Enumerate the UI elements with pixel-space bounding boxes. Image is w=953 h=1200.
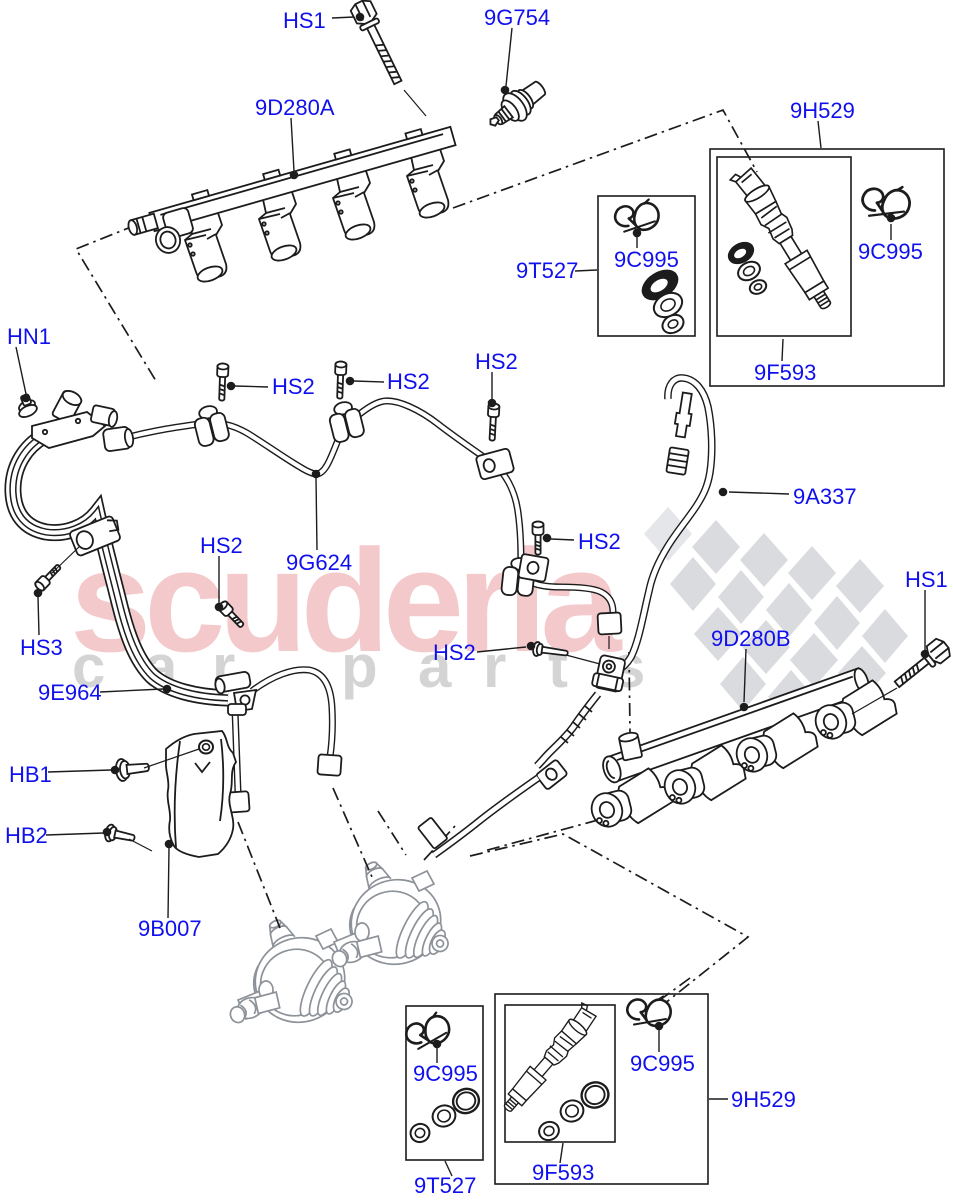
svg-text:HS2: HS2: [272, 374, 315, 399]
svg-text:9D280A: 9D280A: [255, 95, 335, 120]
svg-text:HN1: HN1: [7, 324, 51, 349]
svg-text:9C995: 9C995: [858, 239, 923, 264]
svg-text:9T527: 9T527: [516, 258, 578, 283]
svg-text:HS2: HS2: [578, 529, 621, 554]
svg-text:9H529: 9H529: [790, 98, 855, 123]
svg-text:9C995: 9C995: [413, 1061, 478, 1086]
svg-text:9A337: 9A337: [793, 484, 857, 509]
svg-text:c: c: [72, 633, 105, 700]
svg-text:r: r: [483, 633, 506, 700]
svg-text:9F593: 9F593: [532, 1160, 594, 1185]
svg-text:p: p: [341, 633, 378, 700]
svg-text:HB1: HB1: [9, 762, 52, 787]
svg-text:HB2: HB2: [5, 823, 48, 848]
svg-text:9B007: 9B007: [138, 916, 202, 941]
svg-text:HS2: HS2: [387, 369, 430, 394]
svg-text:t: t: [548, 633, 568, 700]
svg-text:9G624: 9G624: [286, 550, 352, 575]
svg-text:HS1: HS1: [905, 567, 948, 592]
svg-text:9F593: 9F593: [754, 360, 816, 385]
svg-text:9T527: 9T527: [414, 1173, 476, 1198]
svg-text:a: a: [418, 633, 452, 700]
svg-text:HS3: HS3: [20, 635, 63, 660]
svg-text:HS2: HS2: [475, 349, 518, 374]
svg-text:9H529: 9H529: [731, 1087, 796, 1112]
svg-text:9E964: 9E964: [38, 680, 102, 705]
svg-text:HS2: HS2: [200, 533, 243, 558]
svg-text:9C995: 9C995: [630, 1051, 695, 1076]
svg-text:HS1: HS1: [283, 8, 326, 33]
svg-text:9G754: 9G754: [484, 5, 550, 30]
svg-text:HS2: HS2: [433, 640, 476, 665]
svg-text:9D280B: 9D280B: [711, 626, 791, 651]
svg-text:9C995: 9C995: [614, 247, 679, 272]
